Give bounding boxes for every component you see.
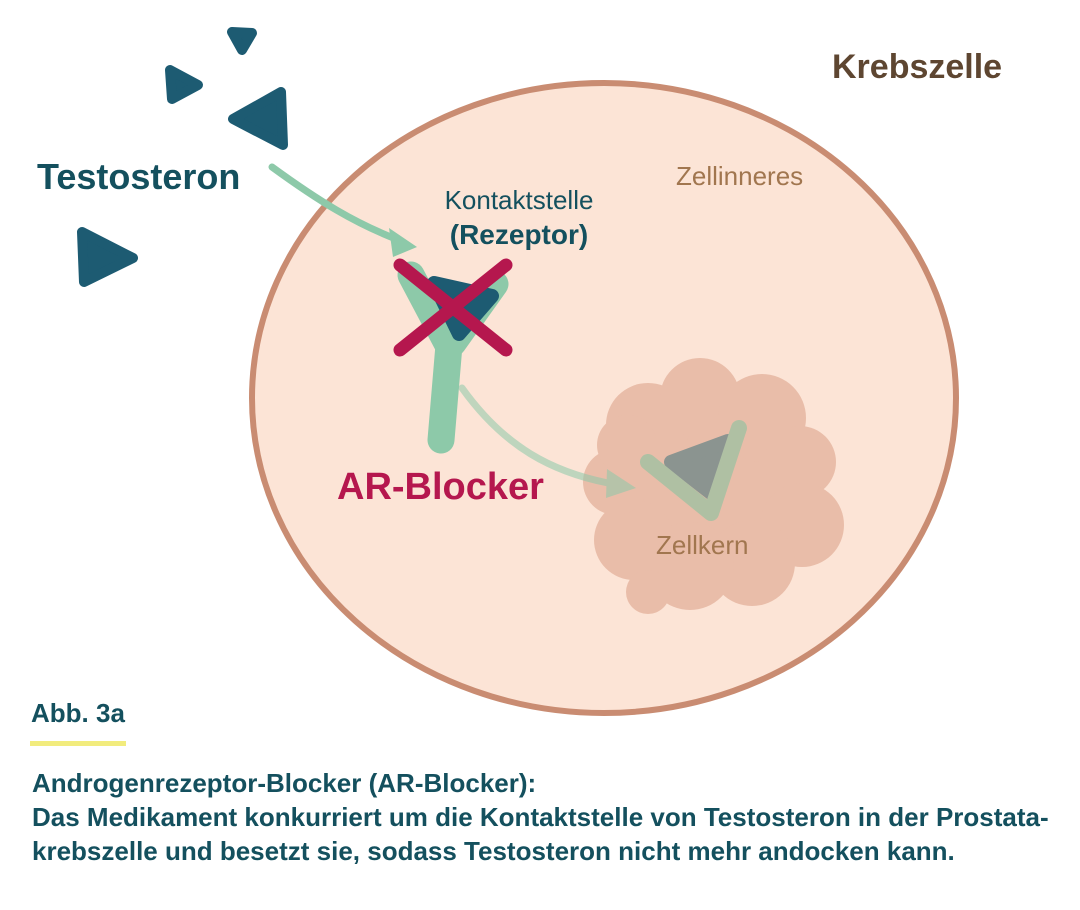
krebszelle-label: Krebszelle xyxy=(832,48,1003,86)
kontaktstelle-label-group: Kontaktstelle (Rezeptor) xyxy=(379,185,659,251)
arrowhead-icon xyxy=(389,228,417,257)
caption-divider xyxy=(30,741,126,746)
arrowhead-icon xyxy=(606,469,636,498)
ar-blocker-label: AR-Blocker xyxy=(337,466,544,508)
caption-body-line: krebszelle und besetzt sie, sodass Testo… xyxy=(32,836,955,866)
cancer-cell-body xyxy=(249,80,959,716)
testosterone-triangle-icon xyxy=(77,227,138,287)
testosterone-triangle-icon xyxy=(165,65,203,104)
cross-icon xyxy=(393,258,513,357)
caption-heading: Androgenrezeptor-Blocker (AR-Blocker): xyxy=(32,768,537,798)
zellkern-label: Zellkern xyxy=(656,530,749,560)
rezeptor-label: (Rezeptor) xyxy=(449,219,589,250)
receptor-to-nucleus-arrow xyxy=(458,384,636,498)
receptor-icon xyxy=(393,258,513,454)
testosterone-molecule-icons xyxy=(77,27,288,287)
testosterone-triangle-icon xyxy=(227,27,257,55)
nucleus-contents xyxy=(640,420,747,521)
kontaktstelle-label: Kontaktstelle xyxy=(444,185,594,215)
testosteron-label: Testosteron xyxy=(37,156,241,197)
figure-number-label: Abb. 3a xyxy=(31,698,125,728)
caption-body-line: Das Medikament konkurriert um die Kontak… xyxy=(32,802,1049,832)
testosterone-to-receptor-arrow xyxy=(268,163,417,257)
receptor-check-icon xyxy=(640,420,747,521)
zellinneres-label: Zellinneres xyxy=(676,161,804,191)
figure-caption: Androgenrezeptor-Blocker (AR-Blocker): D… xyxy=(32,766,1072,868)
receptor-stem xyxy=(427,331,463,454)
testosterone-triangle-icon xyxy=(228,87,288,150)
